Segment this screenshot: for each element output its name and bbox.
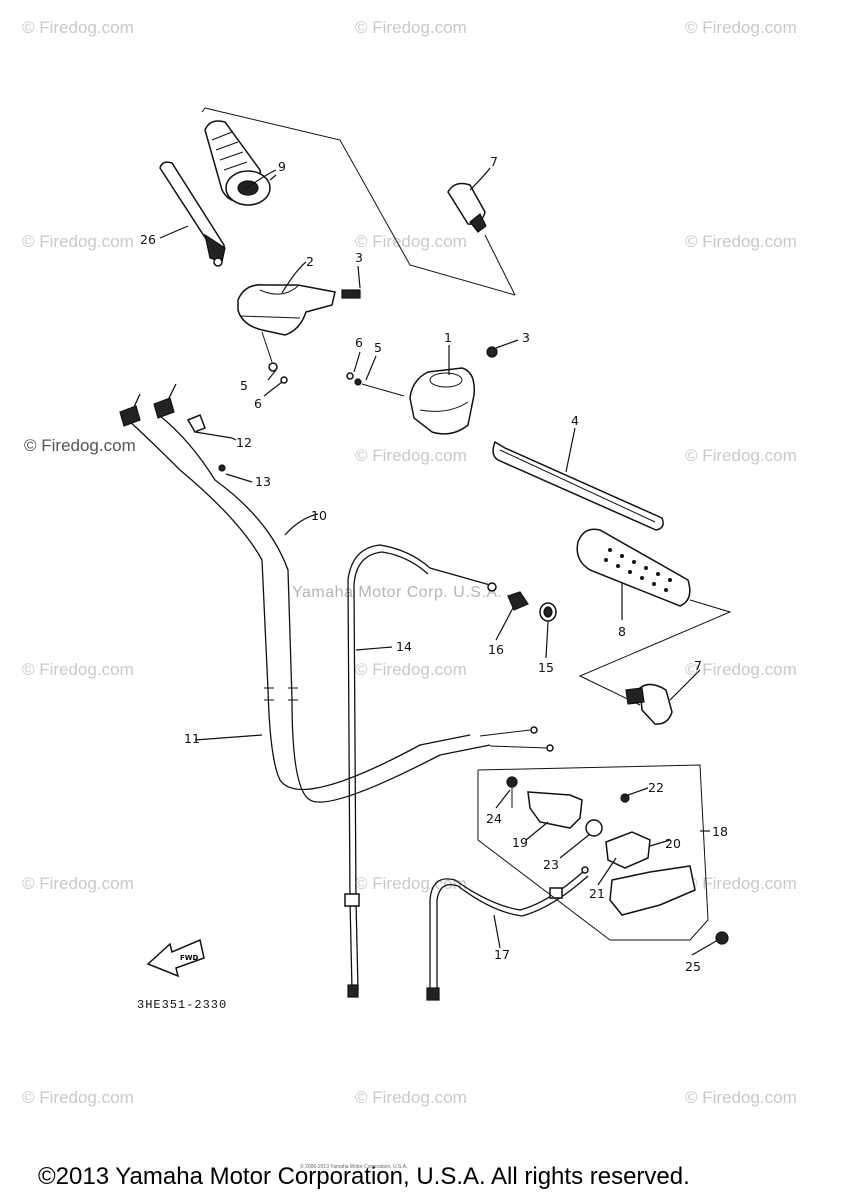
- starter-cable: [426, 866, 589, 1001]
- fine-print-notice: © 2006-2013 Yamaha Motor Corporation, U.…: [300, 1164, 408, 1170]
- switch-housing: [346, 346, 498, 435]
- watermark: © Firedog.com: [685, 874, 797, 893]
- leader-lines: [159, 167, 719, 956]
- bar-end-weight-top: [447, 182, 487, 233]
- label-25: 25: [685, 959, 701, 974]
- part-labels: 9 26 7 2 3 3 6 5 5 6 4 12 13 10 8 14 16 …: [140, 154, 728, 974]
- watermark: © Firedog.com: [355, 232, 467, 251]
- label-13: 13: [255, 474, 271, 489]
- label-21: 21: [589, 886, 605, 901]
- label-19: 19: [512, 835, 528, 850]
- forward-arrow-icon: FWD: [146, 938, 205, 978]
- handlebar: [492, 440, 664, 531]
- label-9: 9: [278, 159, 286, 174]
- watermark: © Firedog.com: [22, 660, 134, 679]
- label-10: 10: [311, 508, 327, 523]
- watermark: © Firedog.com: [22, 232, 134, 251]
- watermark: © Firedog.com: [24, 436, 136, 455]
- label-3: 3: [355, 250, 363, 265]
- starter-assembly-outline: [477, 764, 709, 941]
- throttle-cables: [119, 383, 554, 803]
- label-26: 26: [140, 232, 156, 247]
- watermark: © Firedog.com: [355, 874, 467, 893]
- watermark: © Firedog.com: [22, 1088, 134, 1107]
- label-18: 18: [712, 824, 728, 839]
- choke-cable: [344, 544, 497, 998]
- left-grip: [576, 528, 691, 607]
- throttle-housing: [237, 284, 361, 384]
- label-17: 17: [494, 947, 510, 962]
- fwd-label: FWD: [180, 954, 199, 962]
- label-6: 6: [254, 396, 262, 411]
- watermark: © Firedog.com: [685, 18, 797, 37]
- starter-lever-assembly: [506, 776, 729, 945]
- watermark: © Firedog.com: [22, 874, 134, 893]
- throttle-tube: [159, 161, 226, 267]
- cable-holder: [186, 414, 226, 472]
- throttle-grip: [204, 120, 271, 206]
- left-grip-outline: [578, 599, 732, 706]
- watermark: © Firedog.com: [685, 446, 797, 465]
- watermark: © Firedog.com: [355, 18, 467, 37]
- watermark: © Firedog.com: [685, 660, 797, 679]
- label-12: 12: [236, 435, 252, 450]
- label-16: 16: [488, 642, 504, 657]
- label-22: 22: [648, 780, 664, 795]
- label-4: 4: [571, 413, 579, 428]
- adjuster-parts: [507, 591, 557, 622]
- label-15: 15: [538, 660, 554, 675]
- label-11: 11: [184, 731, 200, 746]
- watermark: © Firedog.com: [685, 232, 797, 251]
- watermark: © Firedog.com: [22, 18, 134, 37]
- label-8: 8: [618, 624, 626, 639]
- watermark: © Firedog.com: [355, 660, 467, 679]
- bar-end-weight-bottom: [625, 683, 673, 725]
- label-5: 5: [374, 340, 382, 355]
- center-watermark: Yamaha Motor Corp. U.S.A.: [292, 584, 503, 601]
- label-23: 23: [543, 857, 559, 872]
- diagram-part-number: 3HE351-2330: [137, 998, 228, 1012]
- watermark: © Firedog.com: [355, 1088, 467, 1107]
- grip-assembly-outline: [201, 107, 516, 296]
- label-24: 24: [486, 811, 502, 826]
- label-6: 6: [355, 335, 363, 350]
- label-3: 3: [522, 330, 530, 345]
- label-5: 5: [240, 378, 248, 393]
- label-1: 1: [444, 330, 452, 345]
- watermark: © Firedog.com: [685, 1088, 797, 1107]
- label-20: 20: [665, 836, 681, 851]
- copyright-notice: ©2013 Yamaha Motor Corporation, U.S.A. A…: [38, 1163, 690, 1190]
- watermark: © Firedog.com: [355, 446, 467, 465]
- label-7: 7: [490, 154, 498, 169]
- label-14: 14: [396, 639, 412, 654]
- label-7: 7: [694, 658, 702, 673]
- label-2: 2: [306, 254, 314, 269]
